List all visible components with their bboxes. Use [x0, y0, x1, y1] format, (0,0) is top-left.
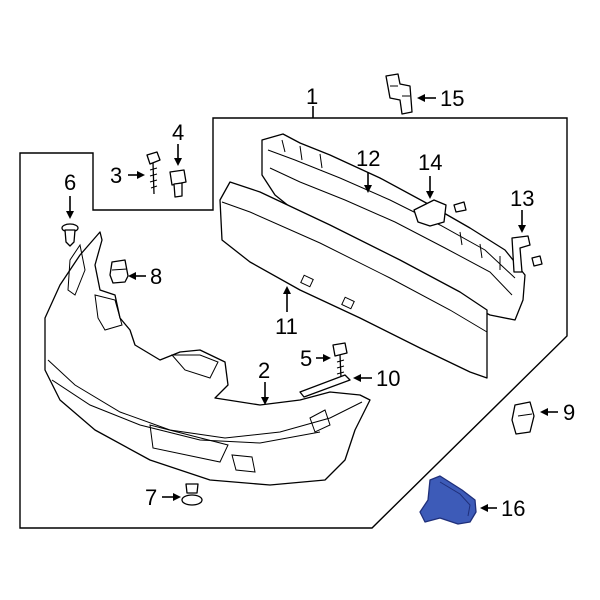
part-8-retainer-clip: [109, 259, 129, 284]
callout-16: 16: [501, 496, 525, 521]
part-4-screw: [169, 169, 187, 198]
callout-1: 1: [306, 84, 318, 109]
callout-5: 5: [300, 346, 312, 371]
part-7-push-pin: [181, 483, 203, 506]
assembly-outline: [19, 117, 568, 529]
callout-12: 12: [356, 146, 380, 171]
part-3-bolt: [146, 151, 161, 195]
callout-6: 6: [64, 170, 76, 195]
part-14-bracket: [413, 199, 467, 227]
callout-4: 4: [172, 120, 184, 145]
callout-9: 9: [563, 400, 575, 425]
callout-15: 15: [440, 86, 464, 111]
part-11-reinforcement-bar: [219, 181, 488, 379]
callout-14: 14: [418, 150, 442, 175]
callout-8: 8: [150, 264, 162, 289]
callout-11: 11: [275, 314, 298, 339]
part-9-clip: [511, 401, 535, 435]
callout-7: 7: [145, 485, 157, 510]
part-2-bumper-cover: [44, 231, 371, 486]
callout-10: 10: [376, 366, 400, 391]
part-13-bracket: [511, 235, 543, 273]
part-16-highlighted: [419, 475, 477, 525]
part-5-bolt: [332, 342, 348, 379]
part-6-push-pin: [61, 223, 79, 247]
part-10-strip: [299, 374, 351, 398]
callout-13: 13: [510, 186, 534, 211]
callout-3: 3: [110, 163, 122, 188]
part-15-bracket: [385, 73, 413, 115]
callout-2: 2: [258, 358, 270, 383]
